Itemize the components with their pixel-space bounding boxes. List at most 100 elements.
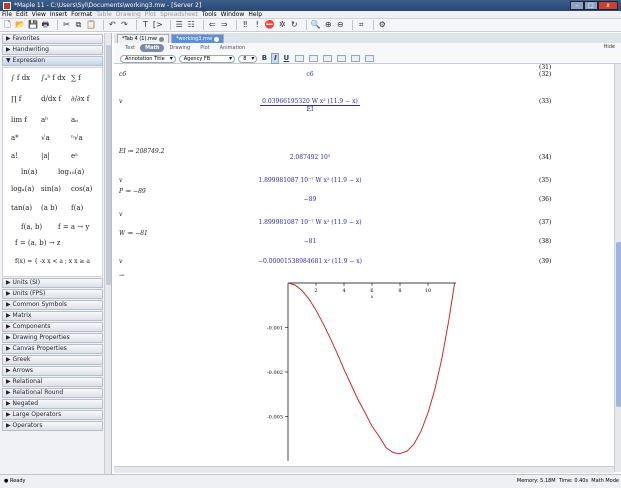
save-icon[interactable]: 💾 bbox=[27, 20, 38, 29]
menu-tools[interactable]: Tools bbox=[201, 10, 217, 18]
bold-button[interactable]: B bbox=[261, 54, 268, 62]
maximize-button[interactable]: □ bbox=[584, 1, 598, 10]
size-combo[interactable]: 8 bbox=[238, 54, 258, 63]
align-center-icon[interactable] bbox=[309, 55, 319, 62]
document-tab-1[interactable]: *Tab 4 (1).mw bbox=[117, 34, 169, 43]
palette-template[interactable]: d/dx f bbox=[41, 95, 62, 103]
palette-template[interactable]: a! bbox=[11, 152, 18, 160]
align-right-icon[interactable] bbox=[323, 55, 333, 62]
palette-template[interactable]: ∂/∂x f bbox=[71, 95, 90, 103]
palette-header-drawing-properties[interactable]: ▶ Drawing Properties bbox=[2, 333, 103, 343]
palette-scroll-thumb[interactable] bbox=[106, 45, 111, 285]
palette-header-expression[interactable]: ▼ Expression bbox=[2, 56, 103, 66]
input-expression[interactable]: v bbox=[119, 258, 123, 265]
palette-header-matrix[interactable]: ▶ Matrix bbox=[2, 311, 103, 321]
italic-button[interactable]: I bbox=[271, 53, 280, 64]
palette-template[interactable]: logₐ(a) bbox=[11, 185, 35, 193]
forward-icon[interactable]: ⇒ bbox=[220, 20, 228, 29]
palette-header-greek[interactable]: ▶ Greek bbox=[2, 355, 103, 365]
execute-all-icon[interactable]: ‼ bbox=[243, 20, 248, 29]
palette-header-units-si-[interactable]: ▶ Units (SI) bbox=[2, 278, 103, 288]
palette-template[interactable]: ∏ f bbox=[11, 95, 22, 103]
copy-icon[interactable]: ⧉ bbox=[75, 20, 82, 29]
font-combo[interactable]: Agency FB bbox=[178, 54, 236, 63]
palette-header-relational-round[interactable]: ▶ Relational Round bbox=[2, 388, 103, 398]
palette-header-favorites[interactable]: ▶ Favorites bbox=[2, 34, 103, 44]
new-icon[interactable]: 🗋 bbox=[4, 20, 11, 29]
palette-template[interactable]: f = (a, b) → z bbox=[15, 239, 61, 247]
palette-template[interactable]: lim f bbox=[11, 116, 27, 124]
palette-template[interactable]: eᵃ bbox=[71, 152, 78, 160]
palette-template[interactable]: f(x) = { -x x < a ; x x ≥ a bbox=[15, 258, 90, 265]
palette-template[interactable]: (a b) bbox=[41, 204, 58, 212]
worksheet-scrollbar[interactable] bbox=[614, 64, 621, 472]
input-expression[interactable]: v bbox=[119, 98, 123, 105]
input-expression[interactable]: v bbox=[119, 211, 123, 218]
menu-file[interactable]: File bbox=[2, 10, 13, 18]
align-left-icon[interactable] bbox=[295, 55, 305, 62]
palette-header-arrows[interactable]: ▶ Arrows bbox=[2, 366, 103, 376]
debug-icon[interactable]: ✲ bbox=[278, 20, 286, 29]
palette-header-units-fps-[interactable]: ▶ Units (FPS) bbox=[2, 289, 103, 299]
palette-template[interactable]: ∫ₐᵇ f dx bbox=[41, 74, 66, 82]
style-combo[interactable]: Annotation Title bbox=[120, 54, 176, 63]
hash-icon[interactable]: ⌗ bbox=[358, 20, 364, 29]
minimize-button[interactable]: – bbox=[570, 1, 584, 10]
palette-header-components[interactable]: ▶ Components bbox=[2, 322, 103, 332]
underline-button[interactable]: U bbox=[283, 54, 290, 62]
menu-view[interactable]: View bbox=[31, 10, 46, 18]
palette-template[interactable]: ∑ f bbox=[71, 74, 81, 82]
palette-template[interactable]: f(a) bbox=[71, 204, 84, 212]
palette-template[interactable]: f(a, b) bbox=[21, 223, 43, 231]
palette-template[interactable]: |a| bbox=[41, 152, 50, 160]
back-icon[interactable]: ⇐ bbox=[208, 20, 216, 29]
input-expression[interactable]: v bbox=[119, 177, 123, 184]
cut-icon[interactable]: ✂ bbox=[63, 20, 70, 29]
close-icon[interactable] bbox=[158, 36, 164, 42]
menu-plot[interactable]: Plot bbox=[144, 10, 157, 18]
palette-template[interactable]: aₙ bbox=[71, 116, 79, 124]
zoom-out-icon[interactable]: ⊖ bbox=[336, 20, 344, 29]
redo-icon[interactable]: ↷ bbox=[121, 20, 128, 29]
palette-template[interactable]: log₁₀(a) bbox=[58, 168, 85, 176]
palette-header-handwriting[interactable]: ▶ Handwriting bbox=[2, 45, 103, 55]
palette-template[interactable]: tan(a) bbox=[11, 204, 33, 212]
paste-icon[interactable]: 📋 bbox=[85, 20, 96, 29]
menu-drawing[interactable]: Drawing bbox=[115, 10, 141, 18]
menu-format[interactable]: Format bbox=[71, 10, 93, 18]
mode-text[interactable]: Text bbox=[125, 45, 136, 51]
mode-drawing[interactable]: Drawing bbox=[169, 45, 191, 51]
palette-header-canvas-properties[interactable]: ▶ Canvas Properties bbox=[2, 344, 103, 354]
mode-plot[interactable]: Plot bbox=[200, 45, 210, 51]
palette-template[interactable]: ∫ f dx bbox=[11, 74, 31, 82]
execute-icon[interactable]: ! bbox=[255, 20, 259, 29]
subsection-icon[interactable]: ☷ bbox=[187, 20, 195, 29]
menu-spreadsheet[interactable]: Spreadsheet bbox=[160, 10, 198, 18]
menu-insert[interactable]: Insert bbox=[49, 10, 68, 18]
title-bar[interactable]: *Maple 11 - C:\Users\Syl\Documents\worki… bbox=[0, 0, 621, 11]
close-icon[interactable] bbox=[214, 36, 220, 42]
palette-template[interactable]: cos(a) bbox=[71, 185, 93, 193]
menu-window[interactable]: Window bbox=[220, 10, 245, 18]
hide-button[interactable]: Hide bbox=[603, 44, 615, 50]
palette-header-operators[interactable]: ▶ Operators bbox=[2, 421, 103, 431]
input-expression[interactable]: P ≔ −89 bbox=[119, 188, 146, 195]
palette-header-large-operators[interactable]: ▶ Large Operators bbox=[2, 410, 103, 420]
mode-animation[interactable]: Animation bbox=[219, 45, 246, 51]
bullet-list-icon[interactable] bbox=[351, 55, 361, 62]
print-icon[interactable]: 🖶 bbox=[41, 20, 50, 29]
section-icon[interactable]: ☰ bbox=[175, 20, 183, 29]
stop-icon[interactable]: ⛔ bbox=[264, 20, 275, 29]
restart-icon[interactable]: ↻ bbox=[290, 20, 298, 29]
undo-icon[interactable]: ↶ bbox=[109, 20, 116, 29]
input-expression[interactable]: → bbox=[119, 272, 125, 279]
palette-template[interactable]: a* bbox=[11, 134, 19, 142]
worksheet-scroll-thumb[interactable] bbox=[616, 242, 621, 407]
palette-template[interactable]: f = a → y bbox=[58, 223, 90, 231]
input-expression[interactable]: c6 bbox=[119, 71, 127, 78]
palette-template[interactable]: aᵇ bbox=[41, 116, 48, 124]
help-icon[interactable]: ⚙ bbox=[378, 20, 386, 29]
open-icon[interactable]: 📂 bbox=[15, 20, 25, 29]
spellcheck-icon[interactable] bbox=[337, 55, 347, 62]
